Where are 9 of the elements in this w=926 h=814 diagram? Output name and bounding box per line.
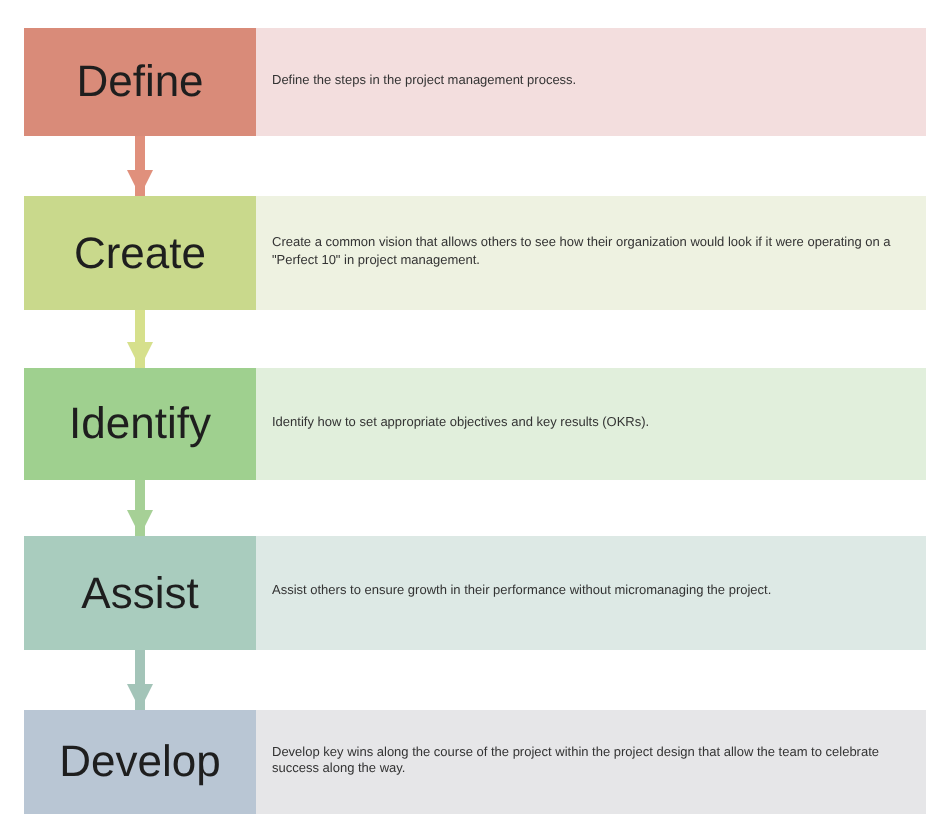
arrow: [127, 650, 153, 710]
step-heading-box: Develop: [24, 710, 256, 814]
step-heading-box: Create: [24, 196, 256, 310]
step-heading-box: Define: [24, 28, 256, 136]
arrow: [127, 310, 153, 368]
step-heading-box: Identify: [24, 368, 256, 480]
arrow: [127, 136, 153, 196]
arrow: [127, 480, 153, 536]
step-heading-box: Assist: [24, 536, 256, 650]
